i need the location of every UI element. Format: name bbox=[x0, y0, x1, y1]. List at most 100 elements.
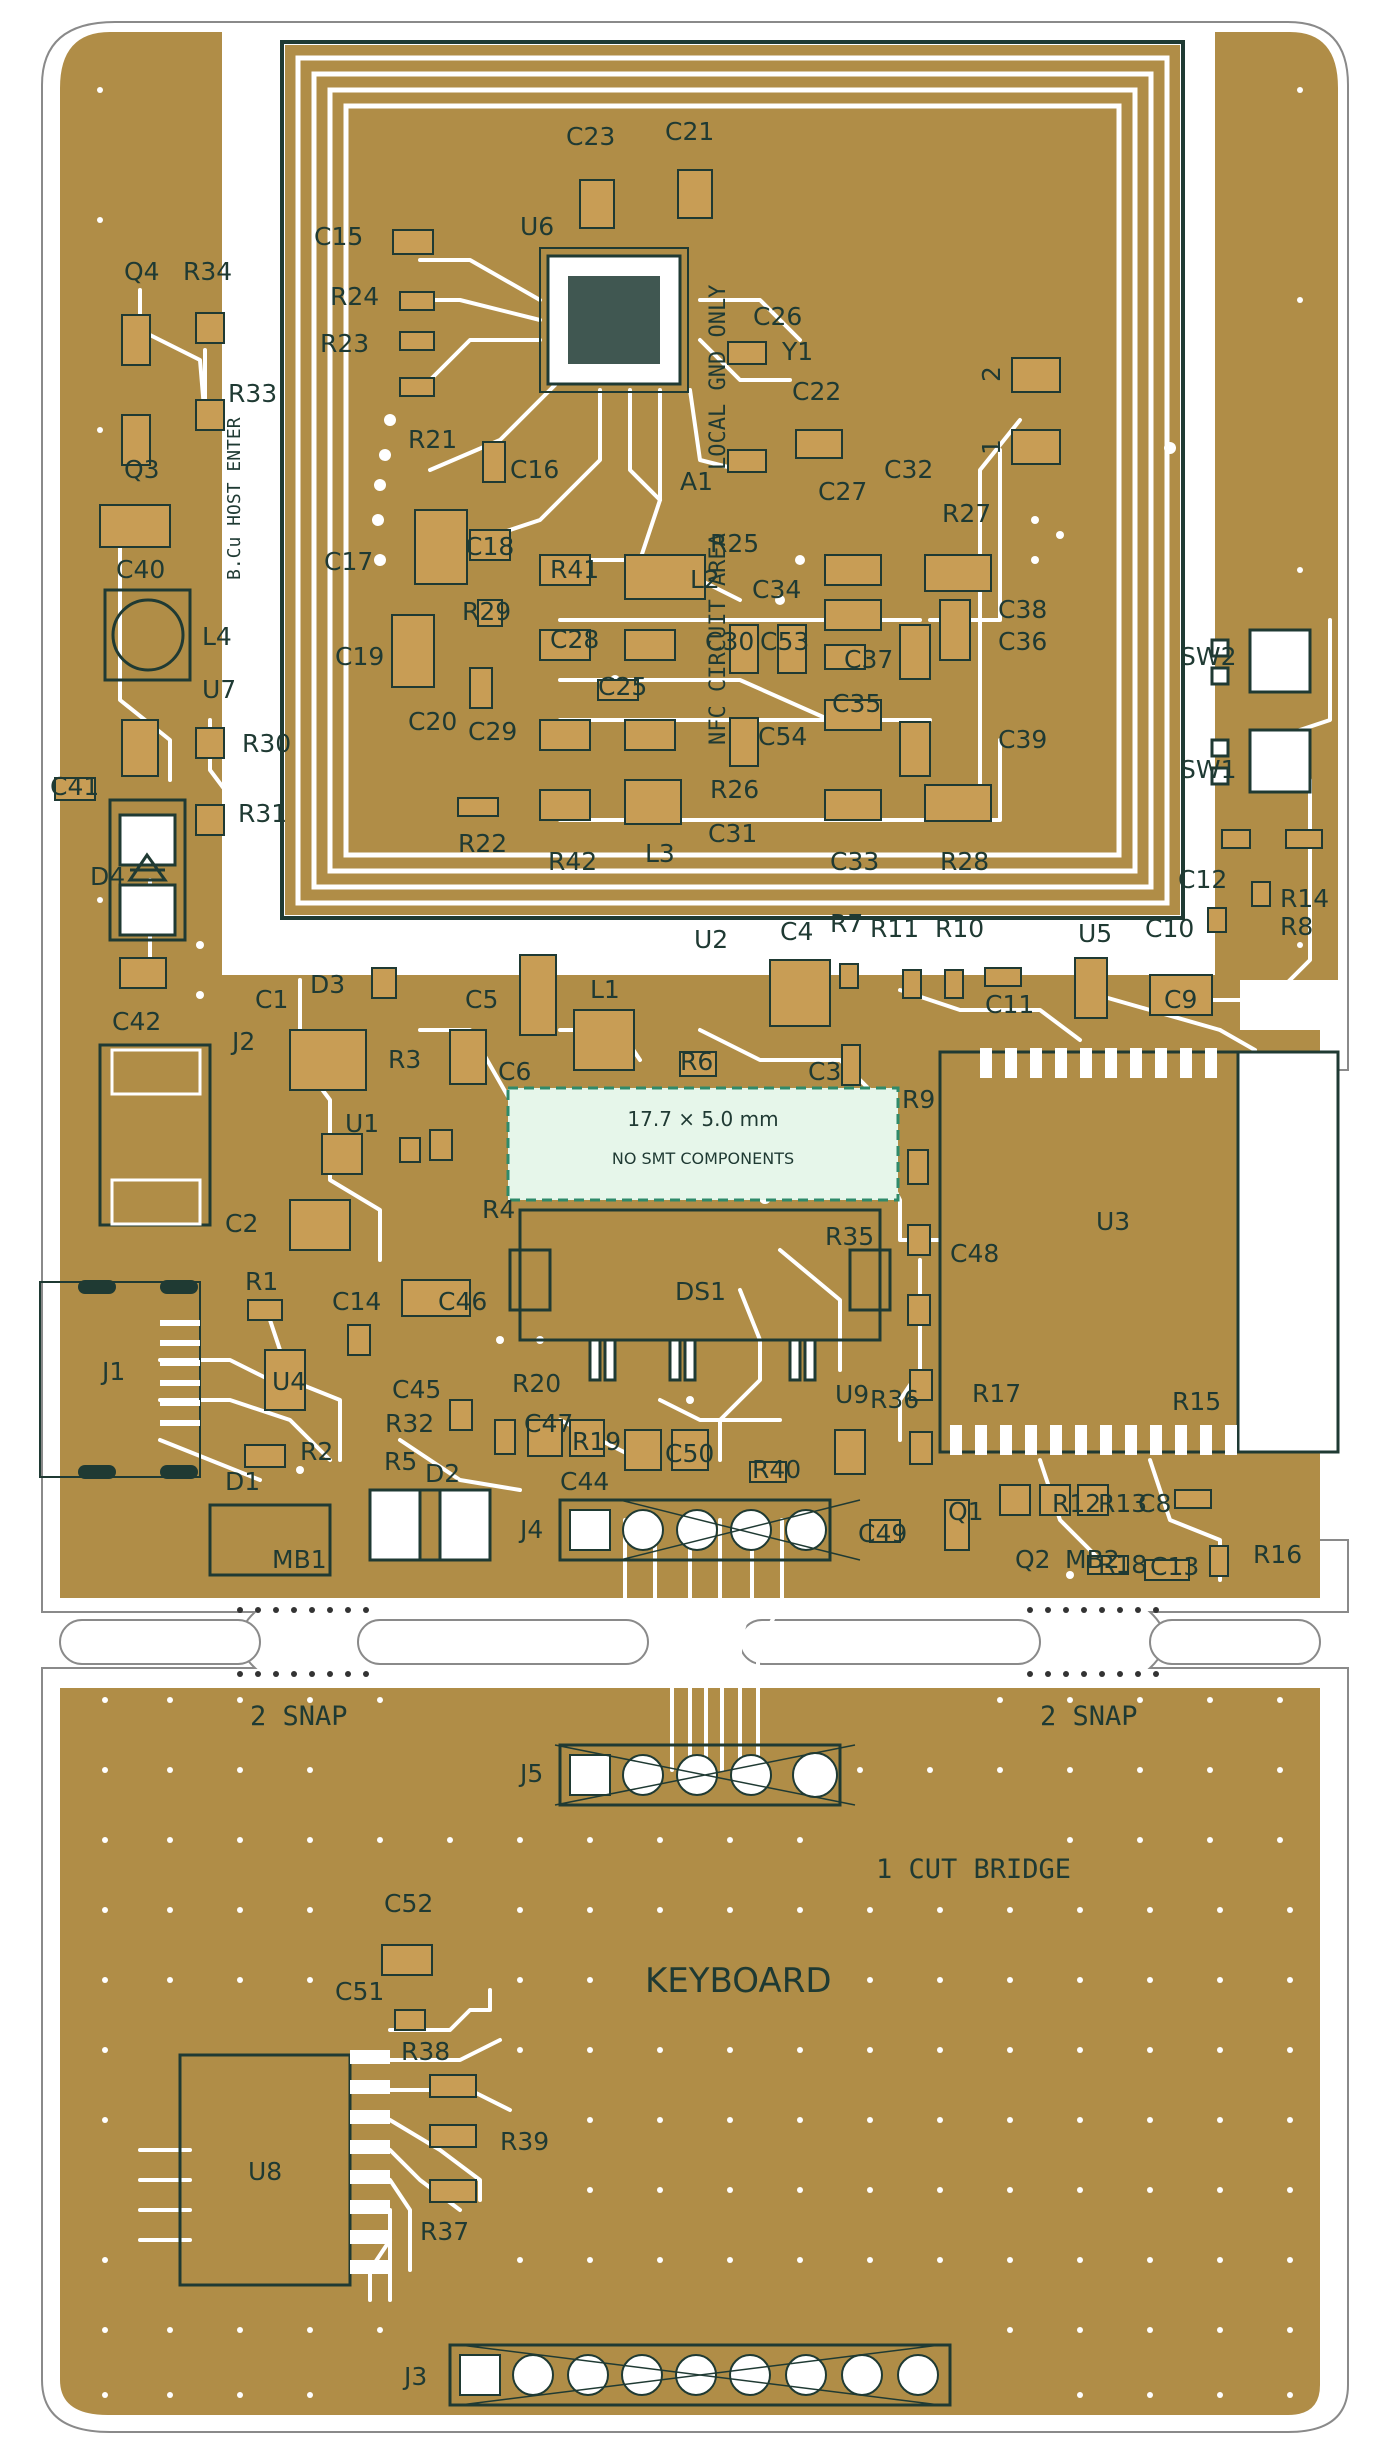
footprint-c51 bbox=[394, 2009, 426, 2031]
footprint-r24 bbox=[399, 291, 435, 311]
ref-r5: R5 bbox=[384, 1447, 417, 1476]
footprint-c4 bbox=[769, 959, 831, 1027]
ref-r23: R23 bbox=[320, 329, 369, 358]
footprint-c11 bbox=[984, 967, 1022, 987]
ref-c51: C51 bbox=[335, 1977, 384, 2006]
snap-label-right: 2 SNAP bbox=[1040, 1701, 1138, 1732]
component-footprints bbox=[54, 169, 1323, 2203]
ref-r27: R27 bbox=[942, 499, 991, 528]
footprint-c50 bbox=[671, 1429, 709, 1471]
ref-q4: Q4 bbox=[124, 257, 160, 286]
ref-r33: R33 bbox=[228, 379, 277, 408]
footprint-r7 bbox=[839, 963, 859, 989]
footprint-r22 bbox=[457, 797, 499, 817]
footprint-c52 bbox=[381, 1944, 433, 1976]
footprint-r10 bbox=[944, 969, 964, 999]
ref-r38: R38 bbox=[401, 2037, 450, 2066]
footprint-c47 bbox=[527, 1419, 563, 1457]
footprint-c21 bbox=[677, 169, 713, 219]
snap-perforations bbox=[237, 1607, 1159, 1677]
footprint-u9 bbox=[834, 1429, 866, 1475]
ref-r8: R8 bbox=[1280, 912, 1313, 941]
footprint-c23 bbox=[579, 179, 615, 229]
footprint-c32 bbox=[824, 554, 882, 586]
ref-mb2: MB2 bbox=[1065, 1545, 1120, 1574]
ref-c40: C40 bbox=[116, 555, 165, 584]
ref-c3: C3 bbox=[808, 1057, 841, 1086]
footprint-c15 bbox=[392, 229, 434, 255]
ref-c18: C18 bbox=[465, 532, 514, 561]
ref-r12: R12 bbox=[1052, 1489, 1101, 1518]
ref-c54: C54 bbox=[758, 722, 807, 751]
footprint-c39 bbox=[899, 721, 931, 777]
ref-c37: C37 bbox=[844, 645, 893, 674]
ref-l1: L1 bbox=[590, 975, 620, 1004]
footprint-c17 bbox=[414, 509, 468, 585]
header-j4 bbox=[558, 1498, 861, 1562]
l4-inductor bbox=[103, 588, 192, 682]
footprint-l2 bbox=[624, 554, 706, 600]
footprint-r33 bbox=[195, 399, 225, 431]
keepout-area bbox=[506, 1086, 900, 1202]
ref-u3: U3 bbox=[1096, 1207, 1130, 1236]
ref-c38: C38 bbox=[998, 595, 1047, 624]
footprint-u5 bbox=[1074, 957, 1108, 1019]
ref-l2: L2 bbox=[690, 565, 720, 594]
host-enter-label: B.Cu HOST ENTER bbox=[224, 417, 245, 580]
cut-bridge-label: 1 CUT BRIDGE bbox=[876, 1854, 1071, 1885]
ref-r10: R10 bbox=[935, 914, 984, 943]
ref-d2: D2 bbox=[425, 1459, 460, 1488]
footprint-c16 bbox=[482, 441, 506, 483]
ref-r31: R31 bbox=[238, 799, 287, 828]
ref-c2: C2 bbox=[225, 1209, 258, 1238]
ref-c50: C50 bbox=[665, 1439, 714, 1468]
ref-c12: C12 bbox=[1178, 865, 1227, 894]
footprint-r30 bbox=[195, 727, 225, 759]
footprint-c41 bbox=[54, 777, 96, 801]
footprint-c42 bbox=[119, 957, 167, 989]
footprint-c10 bbox=[1207, 907, 1227, 933]
ref-c15: C15 bbox=[314, 222, 363, 251]
ref-c19: C19 bbox=[335, 642, 384, 671]
ref-c22: C22 bbox=[792, 377, 841, 406]
ref-c39: C39 bbox=[998, 725, 1047, 754]
footprint-r36 bbox=[909, 1369, 933, 1401]
ref-u4: U4 bbox=[272, 1367, 306, 1396]
footprint-r13 bbox=[1039, 1484, 1071, 1516]
footprint-r9 bbox=[907, 1149, 929, 1185]
footprint-r14 bbox=[1285, 829, 1323, 849]
ref-r1: R1 bbox=[245, 1267, 278, 1296]
footprint-r16 bbox=[1209, 1545, 1229, 1577]
footprint-c28 bbox=[539, 629, 591, 661]
footprint-c37 bbox=[824, 644, 866, 670]
snap-label-left: 2 SNAP bbox=[250, 1701, 348, 1732]
footprint-r3 bbox=[399, 1137, 421, 1163]
footprint-c8 bbox=[1077, 1484, 1109, 1516]
footprint-c48 bbox=[907, 1294, 931, 1326]
footprint-r39 bbox=[429, 2124, 477, 2148]
j2-connector bbox=[98, 1043, 212, 1227]
footprint-r12 bbox=[999, 1484, 1031, 1516]
ref-c4: C4 bbox=[780, 917, 813, 946]
keepout-note: NO SMT COMPONENTS bbox=[612, 1149, 794, 1168]
footprint-r38 bbox=[429, 2074, 477, 2098]
footprint-c26 bbox=[727, 341, 767, 365]
ref-l3: L3 bbox=[645, 839, 675, 868]
ref-c5: C5 bbox=[465, 985, 498, 1014]
footprint-r28 bbox=[924, 784, 992, 822]
ref-c10: C10 bbox=[1145, 914, 1194, 943]
footprint-r17 bbox=[909, 1431, 933, 1465]
footprint-c53 bbox=[777, 624, 807, 674]
nfc-area-frame bbox=[280, 40, 1185, 920]
ref-c17: C17 bbox=[324, 547, 373, 576]
footprint-r25 bbox=[624, 629, 676, 661]
ref-sw2: SW2 bbox=[1180, 642, 1237, 671]
ref-u2: U2 bbox=[694, 925, 728, 954]
ref-r36: R36 bbox=[870, 1385, 919, 1414]
ref-r14: R14 bbox=[1280, 884, 1329, 913]
ref-u8: U8 bbox=[248, 2157, 282, 2186]
ref-c11: C11 bbox=[985, 990, 1034, 1019]
footprint-r41 bbox=[539, 554, 591, 586]
antenna-pads bbox=[1011, 357, 1061, 465]
